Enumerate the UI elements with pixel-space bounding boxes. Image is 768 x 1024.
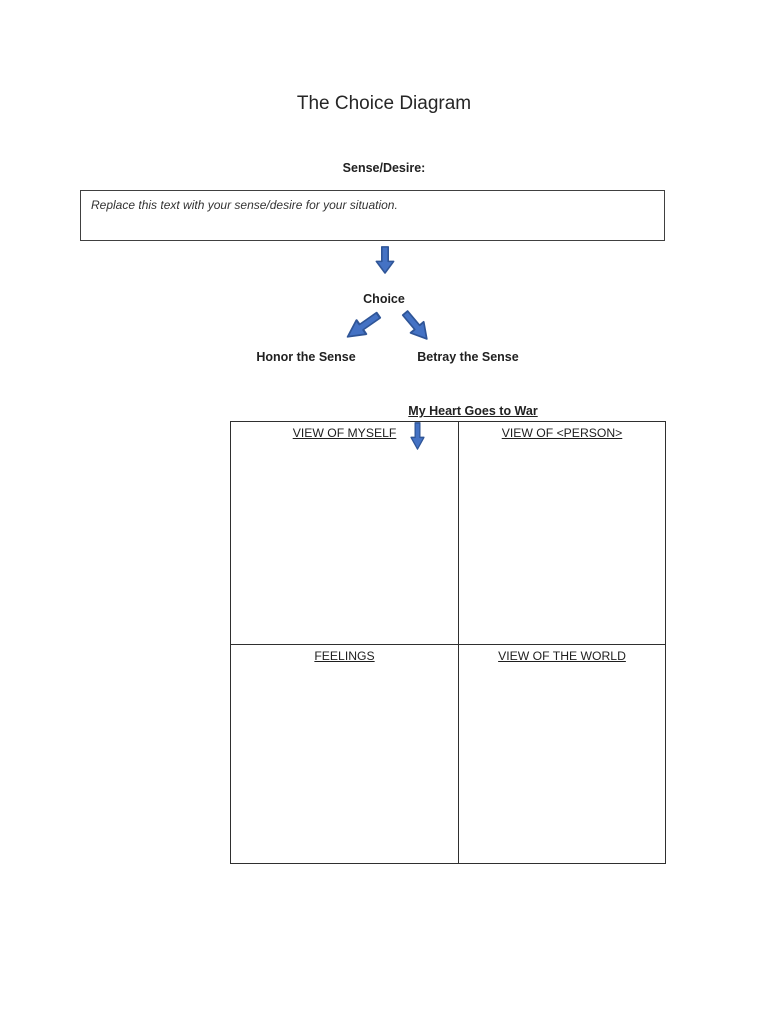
quadrant-cell-view-of-person[interactable]: VIEW OF <PERSON> [458, 422, 665, 644]
honor-the-sense-label: Honor the Sense [256, 350, 356, 364]
diagonal-left-arrow-icon [346, 311, 382, 338]
quadrant-header-view-of-the-world: VIEW OF THE WORLD [498, 649, 626, 663]
choice-label: Choice [363, 292, 405, 306]
quadrant-header-feelings: FEELINGS [314, 649, 375, 663]
sense-desire-textbox[interactable]: Replace this text with your sense/desire… [80, 190, 665, 241]
quadrant-table: VIEW OF MYSELF VIEW OF <PERSON> FEELINGS… [230, 421, 666, 864]
war-down-arrow-icon [410, 422, 425, 450]
quadrant-header-view-of-person: VIEW OF <PERSON> [501, 426, 623, 440]
quadrant-cell-view-of-the-world[interactable]: VIEW OF THE WORLD [458, 644, 665, 863]
diagonal-right-arrow-icon [401, 310, 428, 340]
down-arrow-icon [375, 246, 395, 274]
betray-the-sense-label: Betray the Sense [417, 350, 519, 364]
sense-desire-placeholder-text: Replace this text with your sense/desire… [91, 198, 398, 212]
quadrant-cell-feelings[interactable]: FEELINGS [231, 644, 458, 863]
sense-desire-label: Sense/Desire: [342, 161, 426, 175]
page-title: The Choice Diagram [296, 93, 472, 114]
quadrant-cell-view-of-myself[interactable]: VIEW OF MYSELF [231, 422, 458, 644]
my-heart-goes-to-war-label: My Heart Goes to War [408, 404, 538, 418]
quadrant-header-view-of-myself: VIEW OF MYSELF [292, 426, 397, 440]
